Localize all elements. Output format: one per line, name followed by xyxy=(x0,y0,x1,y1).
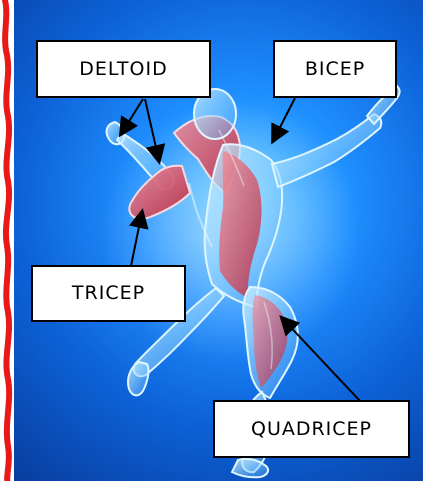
label-box-tricep: TRICEP xyxy=(31,265,186,322)
label-box-deltoid: DELTOID xyxy=(36,40,211,98)
red-left-border xyxy=(0,0,14,486)
label-box-quadricep: QUADRICEP xyxy=(213,400,410,458)
label-box-bicep: BICEP xyxy=(273,40,397,98)
bottom-white-edge xyxy=(0,481,430,486)
scribbled-border xyxy=(0,0,14,486)
left-foot xyxy=(128,362,148,395)
anatomy-illustration: DELTOID BICEP TRICEP QUADRICEP xyxy=(14,0,423,481)
red-squiggle-border xyxy=(5,0,9,486)
